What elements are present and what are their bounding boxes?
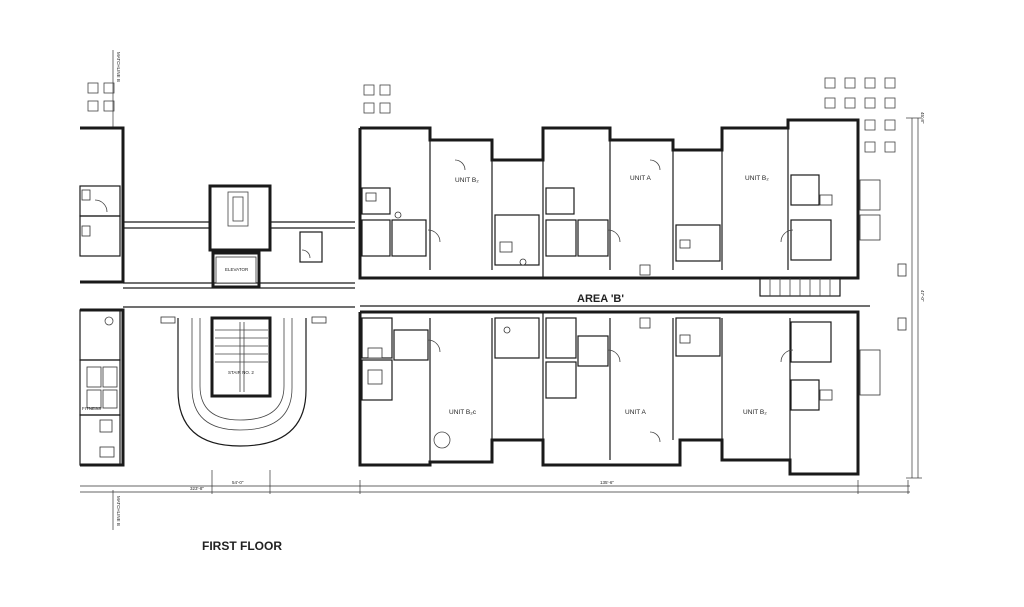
unit-label-south-2: UNIT A — [625, 409, 646, 416]
left-building: FITNESS — [79, 126, 125, 467]
patio-grid-right — [824, 77, 896, 153]
dim-label-1: 323'-8" — [190, 486, 204, 491]
fitness-label: FITNESS — [82, 406, 101, 411]
area-b-building: UNIT B₂ UNIT A UNIT B₂ AREA 'B' — [358, 118, 907, 476]
unit-label-north-1: UNIT B₂ — [455, 177, 479, 184]
dim-label-3: 135'-6" — [600, 480, 614, 485]
match-line: MATCHLINE B MATCHLINE B — [112, 50, 121, 530]
elevator-label: ELEVATOR — [225, 267, 249, 272]
stair-label: STAIR NO. 2 — [228, 370, 254, 375]
floor-title: FIRST FLOOR — [202, 539, 282, 553]
dim-label-5: 47'-0" — [920, 290, 925, 302]
patio-grid-left — [87, 82, 115, 112]
unit-label-north-3: UNIT B₂ — [745, 175, 769, 182]
area-label: AREA 'B' — [577, 293, 624, 305]
match-line-label-bottom: MATCHLINE B — [116, 496, 121, 526]
dimension-lines: 323'-8" 54'-0" 135'-6" 45'-8" 47'-0" — [80, 112, 925, 494]
exterior-stair — [759, 277, 841, 297]
unit-label-south-1: UNIT B₂c — [449, 409, 477, 416]
stair-core: ELEVATOR STAIR NO. 2 — [177, 184, 307, 447]
unit-label-north-2: UNIT A — [630, 175, 651, 182]
match-line-label-top: MATCHLINE B — [116, 52, 121, 82]
unit-label-south-3: UNIT B₂ — [743, 409, 767, 416]
patio-grid-mid — [363, 84, 391, 114]
dim-label-4: 45'-8" — [920, 112, 925, 124]
dim-label-2: 54'-0" — [232, 480, 244, 485]
